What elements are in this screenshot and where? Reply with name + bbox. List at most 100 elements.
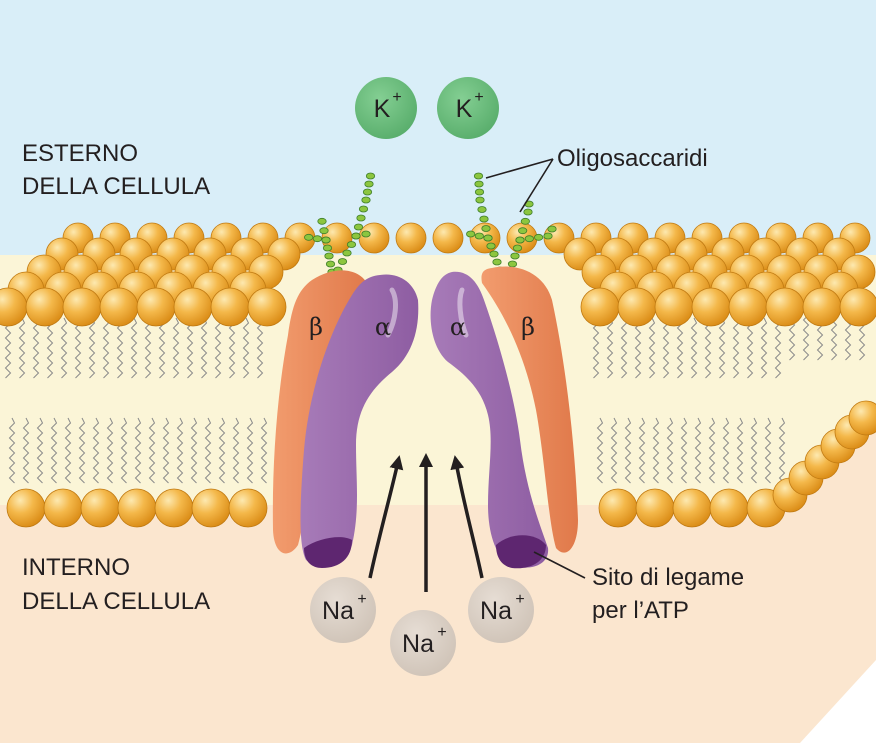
- sugar-residue: [512, 244, 523, 252]
- lipid-tail: [732, 317, 740, 379]
- sugar-residue: [466, 230, 476, 238]
- svg-text:K: K: [456, 95, 473, 123]
- lipid-head: [728, 287, 768, 327]
- lipid-head: [62, 287, 102, 327]
- lipid-tail: [106, 417, 114, 484]
- lipid-tail: [242, 317, 250, 379]
- lipid-tail: [606, 317, 614, 379]
- lipid-tail: [736, 417, 744, 484]
- sugar-residue: [543, 232, 553, 240]
- lipid-head: [580, 287, 620, 327]
- lipid-tail: [596, 417, 604, 484]
- outside-label-line1: ESTERNO: [22, 140, 138, 167]
- lipid-head: [358, 222, 390, 254]
- sugar-residue: [486, 242, 496, 250]
- sugar-residue: [473, 172, 484, 180]
- svg-text:Na: Na: [480, 597, 512, 625]
- alpha-label-right: α: [450, 313, 466, 341]
- sugar-residue: [474, 180, 484, 188]
- sugar-residue: [342, 249, 352, 257]
- svg-text:+: +: [357, 591, 366, 608]
- sodium-ion: Na +: [468, 577, 534, 643]
- lipid-tail: [4, 317, 12, 379]
- svg-text:+: +: [437, 624, 446, 641]
- lipid-tail: [60, 317, 68, 379]
- lipid-tail: [722, 417, 730, 484]
- lipid-head: [99, 287, 139, 327]
- sugar-residue: [547, 225, 557, 233]
- lipid-tail: [214, 317, 222, 379]
- sugar-residue: [492, 258, 502, 266]
- lipid-tail: [190, 417, 198, 484]
- phospholipid-heads: [0, 222, 876, 528]
- sugar-residue: [337, 258, 348, 265]
- lipid-tail: [162, 417, 170, 484]
- lipid-head: [839, 287, 876, 327]
- lipid-tail: [610, 417, 618, 484]
- lipid-head: [210, 287, 250, 327]
- lipid-head: [765, 287, 805, 327]
- lipid-tail: [624, 417, 632, 484]
- lipid-tail: [638, 417, 646, 484]
- sugar-residue: [322, 244, 333, 252]
- lipid-tail: [620, 317, 628, 379]
- lipid-head: [848, 400, 876, 436]
- svg-text:+: +: [474, 89, 483, 106]
- lipid-tail: [22, 417, 30, 484]
- lipid-head: [691, 287, 731, 327]
- lipid-tail: [88, 317, 96, 379]
- lipid-tail: [778, 417, 786, 484]
- oligosaccharide-leader: [485, 158, 554, 213]
- lipid-head: [6, 488, 46, 528]
- sugar-residue: [475, 196, 485, 204]
- sugar-residue: [304, 233, 314, 241]
- lipid-tail: [690, 317, 698, 379]
- lipid-tail: [200, 317, 208, 379]
- sugar-residue: [481, 225, 491, 232]
- lipid-head: [598, 488, 638, 528]
- sodium-arrow-right: [450, 455, 484, 579]
- lipid-tail: [36, 417, 44, 484]
- sugar-residue: [510, 252, 520, 260]
- lipid-tail: [148, 417, 156, 484]
- lipid-tail: [228, 317, 236, 379]
- lipid-tail: [246, 417, 254, 484]
- alpha-label-left: α: [375, 313, 391, 341]
- sugar-residue: [477, 206, 487, 213]
- lipid-tail: [144, 317, 152, 379]
- lipid-head: [80, 488, 120, 528]
- lipid-tail: [666, 417, 674, 484]
- sugar-residue: [361, 230, 371, 238]
- lipid-head: [43, 488, 83, 528]
- sugar-residue: [524, 235, 534, 243]
- sugar-residue: [365, 172, 376, 180]
- lipid-tail: [718, 317, 726, 379]
- lipid-tail: [676, 317, 684, 379]
- lipid-tail: [50, 417, 58, 484]
- lipid-tail: [592, 317, 600, 379]
- lipid-tail: [158, 317, 166, 379]
- atp-binding-site-left: [304, 537, 352, 568]
- oligosaccharides-label: Oligosaccaridi: [557, 145, 708, 172]
- lipid-tail: [120, 417, 128, 484]
- extracellular-space: [0, 0, 876, 255]
- alpha-highlight-right: [457, 287, 469, 338]
- lipid-head: [432, 222, 464, 254]
- sugar-residue: [364, 180, 374, 188]
- pump-protein: [272, 266, 578, 569]
- outside-label-line2: DELLA CELLULA: [22, 173, 210, 200]
- lipid-tail: [32, 317, 40, 379]
- sugar-residue: [523, 208, 533, 216]
- sugar-residue: [534, 233, 544, 241]
- lipid-head: [25, 287, 65, 327]
- lipid-head: [395, 222, 427, 254]
- lipid-tail: [204, 417, 212, 484]
- lipid-tail: [74, 317, 82, 379]
- svg-text:Na: Na: [322, 597, 354, 625]
- lipid-head: [117, 488, 157, 528]
- lipid-head: [654, 287, 694, 327]
- lipid-tail: [134, 417, 142, 484]
- lipid-tail: [680, 417, 688, 484]
- lipid-tail: [648, 317, 656, 379]
